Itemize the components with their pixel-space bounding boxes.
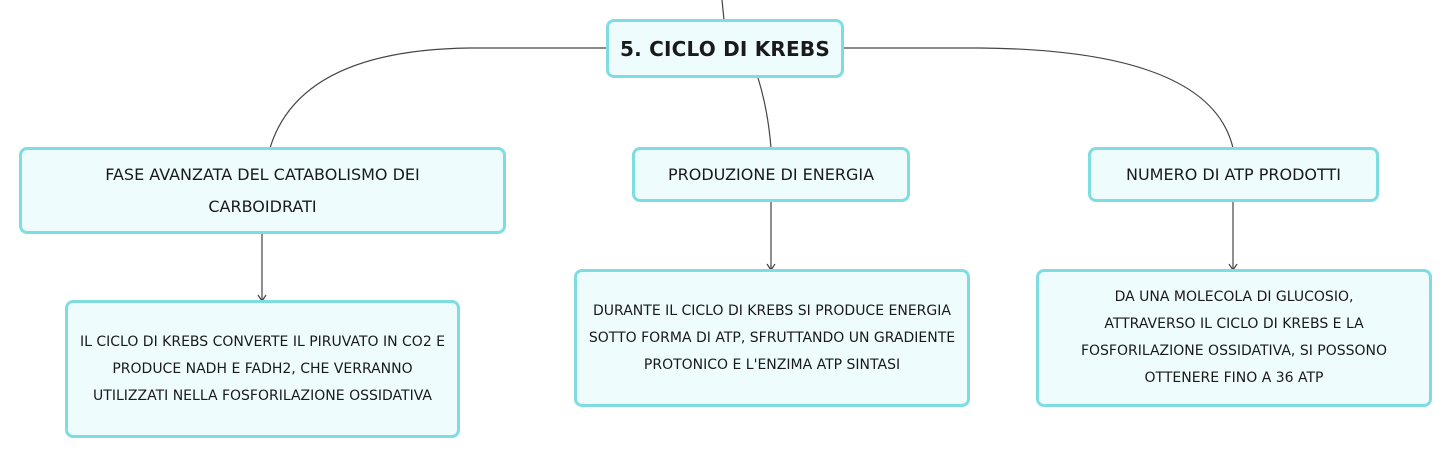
root-topic[interactable]: 5. CICLO DI KREBS [606, 19, 844, 78]
root-topic-label: 5. CICLO DI KREBS [620, 36, 830, 61]
branch-topic-energy[interactable]: PRODUZIONE DI ENERGIA [632, 147, 910, 202]
detail-topic-atp-count[interactable]: DA UNA MOLECOLA DI GLUCOSIO, ATTRAVERSO … [1036, 269, 1432, 407]
branch-topic-label: PRODUZIONE DI ENERGIA [667, 164, 875, 184]
branch-topic-label: NUMERO DI ATP PRODOTTI [1126, 164, 1341, 184]
detail-topic-text: DA UNA MOLECOLA DI GLUCOSIO, ATTRAVERSO … [1080, 289, 1388, 386]
connector-from-parent [721, 0, 725, 21]
detail-topic-text: IL CICLO DI KREBS CONVERTE IL PIRUVATO I… [79, 333, 446, 404]
detail-topic-text: DURANTE IL CICLO DI KREBS SI PRODUCE ENE… [588, 302, 956, 373]
branch-topic-label: FASE AVANZATA DEL CATABOLISMO DEI CARBOI… [105, 164, 420, 216]
connector-root-to-branch-3 [843, 47, 1234, 149]
connector-root-to-branch-1 [269, 47, 607, 149]
connector-root-to-branch-2 [757, 77, 772, 149]
detail-topic-energy[interactable]: DURANTE IL CICLO DI KREBS SI PRODUCE ENE… [574, 269, 970, 407]
detail-topic-catabolism[interactable]: IL CICLO DI KREBS CONVERTE IL PIRUVATO I… [65, 300, 460, 438]
branch-topic-atp-count[interactable]: NUMERO DI ATP PRODOTTI [1088, 147, 1379, 202]
branch-topic-catabolism[interactable]: FASE AVANZATA DEL CATABOLISMO DEI CARBOI… [19, 147, 506, 234]
